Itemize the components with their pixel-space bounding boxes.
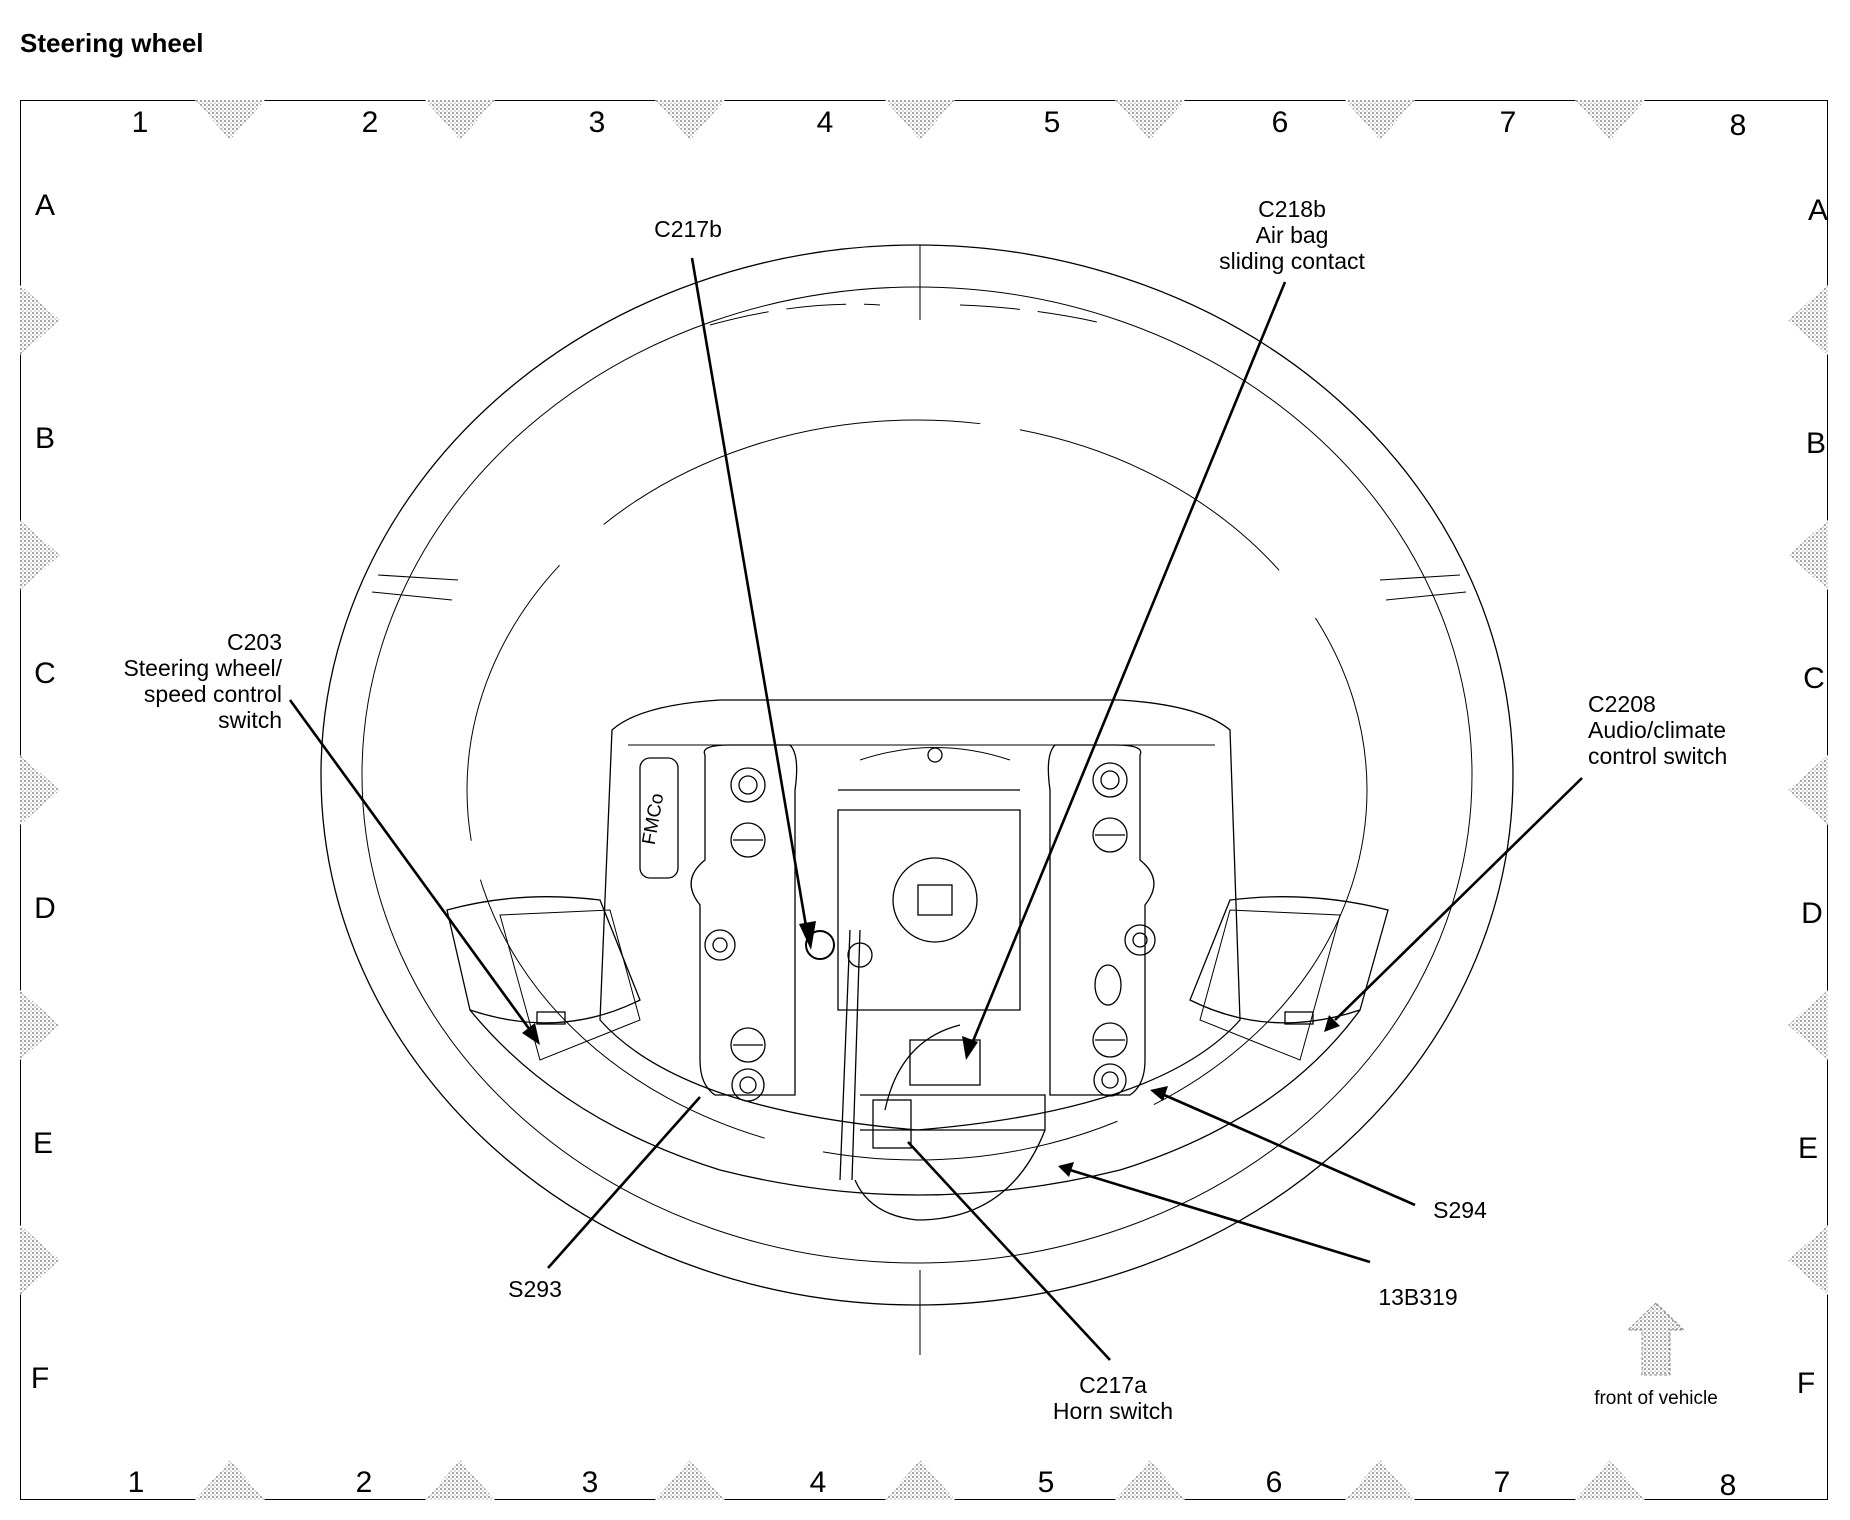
callout-c218b-line: Air bag [1256, 222, 1329, 248]
grid-column-label: 5 [1038, 1466, 1055, 1499]
front-of-vehicle-label: front of vehicle [1594, 1388, 1718, 1409]
grid-column-label: 7 [1494, 1466, 1511, 1499]
grid-column-label: 4 [817, 106, 834, 139]
emblem-plate [639, 757, 679, 879]
callout-s294-label: S294 [1433, 1197, 1487, 1223]
leader-c203 [288, 699, 532, 1031]
grid-columns-top: 1 2 3 4 5 6 7 8 [132, 106, 1747, 142]
callout-c203-line: speed control [144, 681, 282, 707]
grid-markers [20, 100, 1828, 1500]
callout-c2208: C2208 Audio/climate control switch [1588, 691, 1727, 769]
grid-row-label: F [1797, 1367, 1815, 1400]
grid-column-label: 8 [1730, 109, 1747, 142]
grid-rows-left: A B C D E F [31, 189, 56, 1395]
leader-c2208 [1334, 777, 1583, 1021]
grid-column-label: 5 [1044, 106, 1061, 139]
wheel-rim-inner-2 [466, 419, 1368, 1161]
grid-column-label: 1 [128, 1466, 145, 1499]
callout-13b319-label: 13B319 [1378, 1284, 1457, 1310]
leader-s293 [547, 1096, 701, 1269]
grid-row-label: A [35, 189, 55, 222]
callout-s293: S293 [508, 1276, 562, 1302]
callout-c218b: C218b Air bag sliding contact [1219, 196, 1365, 274]
grid-row-label: C [34, 657, 56, 690]
grid-column-label: 7 [1500, 106, 1517, 139]
leader-c218b [969, 281, 1287, 1047]
grid-row-label: E [1798, 1132, 1818, 1165]
grid-rows-right: A B C D E F [1797, 194, 1828, 1400]
callout-c203-line: switch [218, 707, 282, 733]
grid-row-label: B [35, 422, 55, 455]
grid-column-label: 4 [810, 1466, 827, 1499]
callout-c2208-line: C2208 [1588, 691, 1656, 717]
svg-text:FMCo: FMCo [639, 792, 669, 847]
callout-s294: S294 [1433, 1197, 1487, 1223]
callout-c217b-label: C217b [654, 216, 722, 242]
grid-column-label: 3 [589, 106, 606, 139]
steering-wheel-drawing: FMCo [320, 244, 1514, 1355]
grid-column-label: 6 [1272, 106, 1289, 139]
grid-row-label: A [1808, 194, 1828, 227]
grid-column-label: 1 [132, 106, 149, 139]
callout-c217a: C217a Horn switch [1053, 1372, 1173, 1424]
grid-columns-bottom: 1 2 3 4 5 6 7 8 [128, 1466, 1737, 1502]
callout-c217a-line: C217a [1079, 1372, 1147, 1398]
grid-column-label: 2 [356, 1466, 373, 1499]
leader-s294 [1161, 1092, 1416, 1207]
grid-row-label: C [1803, 662, 1825, 695]
callout-c203: C203 Steering wheel/ speed control switc… [123, 629, 282, 733]
callout-c203-line: C203 [227, 629, 282, 655]
grid-column-label: 6 [1266, 1466, 1283, 1499]
grid-row-label: E [33, 1127, 53, 1160]
grid-row-label: B [1806, 427, 1826, 460]
leader-lines [288, 257, 1583, 1361]
front-of-vehicle-indicator: front of vehicle [1594, 1302, 1718, 1409]
callout-c2208-line: Audio/climate [1588, 717, 1726, 743]
callout-c218b-line: C218b [1258, 196, 1326, 222]
leader-arrowheads [522, 921, 1340, 1177]
callout-s293-label: S293 [508, 1276, 562, 1302]
callout-c218b-line: sliding contact [1219, 248, 1365, 274]
leader-c217b [690, 257, 809, 933]
grid-row-label: D [34, 892, 56, 925]
wheel-rim-inner [361, 286, 1473, 1264]
wheel-rim-outer [320, 244, 1514, 1306]
grid-column-label: 3 [582, 1466, 599, 1499]
callout-c203-line: Steering wheel/ [123, 655, 282, 681]
steering-column-hole [892, 857, 978, 943]
grid-column-label: 2 [362, 106, 379, 139]
leader-13b319 [1069, 1168, 1371, 1264]
callout-13b319: 13B319 [1378, 1284, 1457, 1310]
callout-c217a-line: Horn switch [1053, 1398, 1173, 1424]
callout-c217b: C217b [654, 216, 722, 242]
grid-row-label: D [1801, 897, 1823, 930]
leader-c217a [907, 1141, 1111, 1361]
grid-row-label: F [31, 1362, 49, 1395]
grid-column-label: 8 [1720, 1469, 1737, 1502]
up-arrow-icon [1626, 1302, 1686, 1376]
page-title: Steering wheel [20, 28, 204, 58]
callout-c2208-line: control switch [1588, 743, 1727, 769]
